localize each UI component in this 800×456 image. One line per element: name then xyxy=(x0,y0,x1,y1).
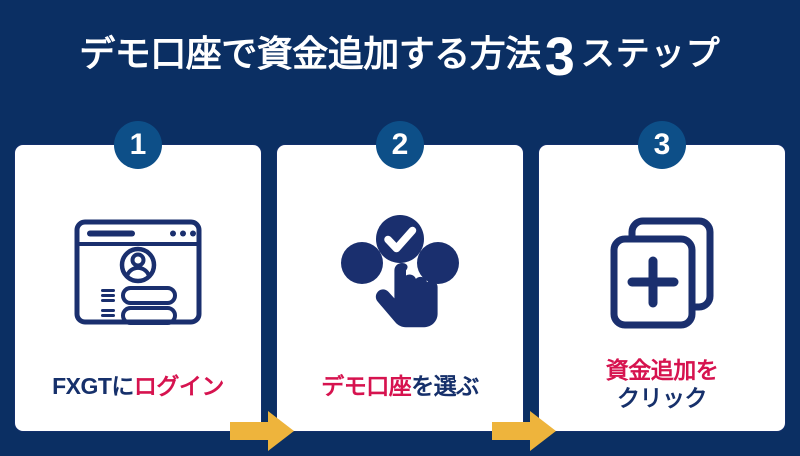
step-badge-1: 1 xyxy=(114,121,162,169)
step-card-1[interactable]: 1 xyxy=(14,121,262,432)
page-title-number: 3 xyxy=(544,27,575,87)
step-badge-3: 3 xyxy=(638,121,686,169)
step-label-3-navy: クリック xyxy=(617,385,708,412)
step-label-3: 資金追加を クリック xyxy=(539,356,785,414)
step-card-2[interactable]: 2 デモ口座を選ぶ xyxy=(276,121,524,432)
step-label-2: デモ口座を選ぶ xyxy=(277,372,523,401)
step-label-2-pink: デモ口座 xyxy=(321,373,412,400)
step-label-1-pink: ログイン xyxy=(133,373,225,400)
add-document-plus-icon xyxy=(539,207,785,337)
page-title-suffix: ステップ xyxy=(580,35,721,73)
step-label-1-navy: FXGTに xyxy=(52,373,134,400)
step-label-2-navy: を選ぶ xyxy=(411,373,479,400)
page-title: デモ口座で資金追加する方法 3 ステップ xyxy=(0,22,800,86)
step-card-3[interactable]: 3 資金追加を クリック xyxy=(538,121,786,432)
arrow-step2-to-step3 xyxy=(492,411,556,451)
step-label-1: FXGTにログイン xyxy=(15,372,261,401)
step-badge-2: 2 xyxy=(376,121,424,169)
hand-select-check-icon xyxy=(277,207,523,337)
page-title-main: デモ口座で資金追加する方法 xyxy=(79,33,541,74)
arrow-step1-to-step2 xyxy=(230,411,294,451)
steps-container: 1 xyxy=(0,121,800,451)
step-label-3-pink: 資金追加を xyxy=(605,356,719,383)
browser-login-icon xyxy=(15,207,261,337)
